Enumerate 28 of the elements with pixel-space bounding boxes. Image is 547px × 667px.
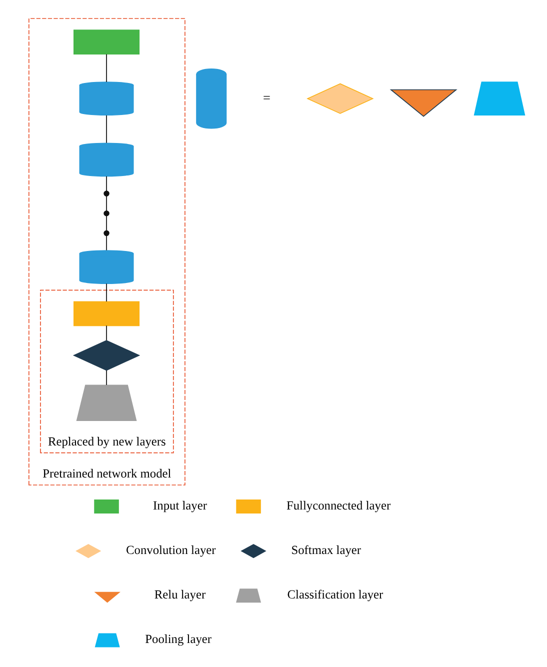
node-circle [104,230,110,236]
node-box [74,30,140,54]
connector [106,370,107,386]
legend-label: Fullyconnected layer [286,498,391,512]
node-circle [104,210,110,216]
connector [106,215,107,231]
legend-label: Convolution layer [126,542,216,557]
connector [106,325,107,341]
connector [106,235,107,251]
node-trapezoid [474,82,526,116]
connector [106,196,107,212]
connector [106,54,107,82]
legend-label: Pooling layer [145,632,212,646]
legend-label: Input layer [153,498,207,512]
legend-label: Softmax layer [291,542,362,557]
connector [106,114,107,144]
node-diamond [72,340,140,371]
connector [106,176,107,192]
node-diamond [306,83,374,114]
legend-label: Relu layer [154,588,206,602]
node-circle [104,190,110,196]
label: = [262,90,270,105]
legend-label: Classification layer [287,588,384,602]
cluster: Replaced by new layers [40,290,174,454]
node-triangle [390,89,458,117]
node-box [74,301,140,326]
connector [106,283,107,302]
node-trapezoid [76,384,137,422]
